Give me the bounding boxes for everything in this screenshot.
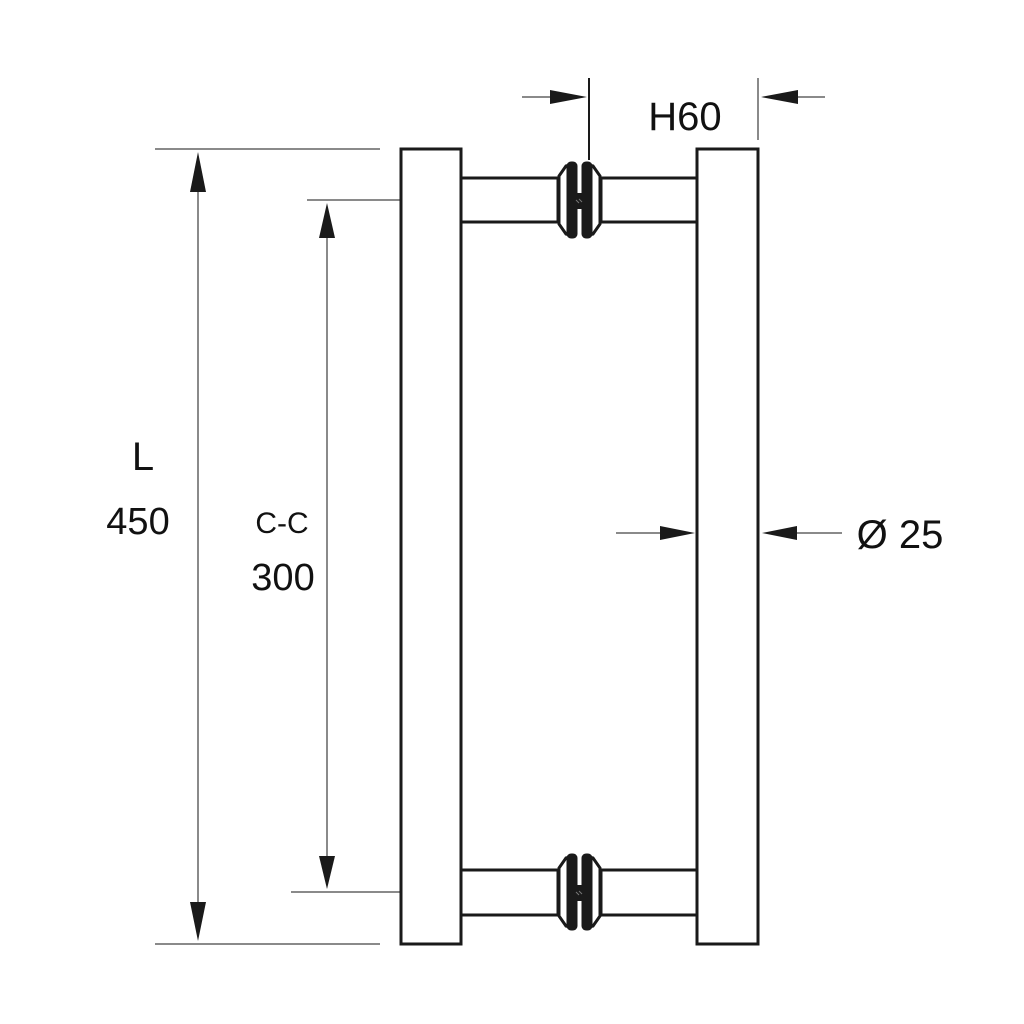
bottom-standoff-left-tube — [459, 868, 560, 917]
height-label: H60 — [648, 95, 721, 139]
cc-arrow-up-icon — [319, 203, 335, 238]
diameter-label: Ø 25 — [857, 513, 944, 557]
cc-value-label: 300 — [251, 557, 314, 599]
length-value-label: 450 — [106, 501, 169, 543]
top-connector-glass-hatch-icon — [575, 198, 583, 204]
length-arrow-down-icon — [190, 902, 206, 941]
bottom-connector-bridge — [574, 885, 585, 901]
diameter-dimension — [616, 526, 842, 540]
length-dimension — [155, 148, 380, 945]
top-glass-connector — [557, 161, 602, 239]
left-grip-bar — [399, 147, 463, 946]
length-arrow-up-icon — [190, 152, 206, 192]
handle-body — [399, 147, 760, 946]
cc-symbol-label: C-C — [255, 507, 308, 540]
top-standoff-left-tube — [459, 176, 560, 224]
top-connector-bridge — [574, 193, 585, 209]
top-standoff-right-tube — [599, 176, 699, 224]
right-grip-bar — [695, 147, 760, 946]
diameter-arrow-right-icon — [660, 526, 695, 540]
bottom-glass-connector — [557, 853, 602, 931]
diameter-arrow-left-icon — [762, 526, 797, 540]
length-symbol-label: L — [132, 435, 154, 479]
height-dimension — [522, 78, 825, 160]
height-arrow-left-icon — [761, 90, 798, 104]
height-arrow-right-icon — [550, 90, 587, 104]
cc-arrow-down-icon — [319, 856, 335, 889]
bottom-connector-glass-hatch-icon — [575, 890, 583, 896]
bottom-standoff-right-tube — [599, 868, 699, 917]
